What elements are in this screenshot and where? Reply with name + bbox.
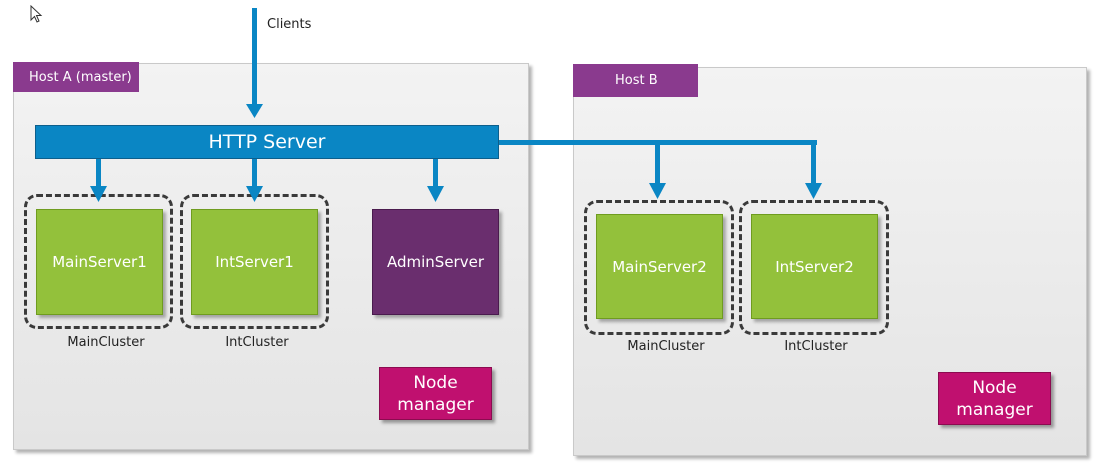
- node-manager-a-line2: manager: [397, 394, 474, 415]
- int-cluster-a-label: IntCluster: [225, 335, 289, 350]
- int-cluster-b: [739, 200, 889, 335]
- node-manager-b: Node manager: [938, 372, 1051, 425]
- admin-server: AdminServer: [372, 209, 499, 315]
- main-server-1: MainServer1: [36, 209, 163, 315]
- host-b-label: Host B: [573, 64, 698, 97]
- mouse-cursor-icon: [30, 5, 43, 23]
- main-cluster-b: [584, 200, 734, 335]
- int-server-1: IntServer1: [191, 209, 318, 315]
- http-server: HTTP Server: [35, 125, 499, 159]
- node-manager-b-line1: Node: [972, 377, 1017, 398]
- int-cluster-b-label: IntCluster: [784, 339, 848, 354]
- main-cluster-b-label: MainCluster: [627, 339, 705, 354]
- int-server-2: IntServer2: [751, 214, 878, 319]
- clients-label: Clients: [267, 17, 312, 32]
- host-a-label: Host A (master): [13, 62, 139, 92]
- node-manager-b-line2: manager: [956, 399, 1033, 420]
- main-cluster-a-label: MainCluster: [67, 335, 145, 350]
- node-manager-a-line1: Node: [413, 372, 458, 393]
- main-server-2: MainServer2: [596, 214, 723, 319]
- node-manager-a: Node manager: [379, 367, 492, 420]
